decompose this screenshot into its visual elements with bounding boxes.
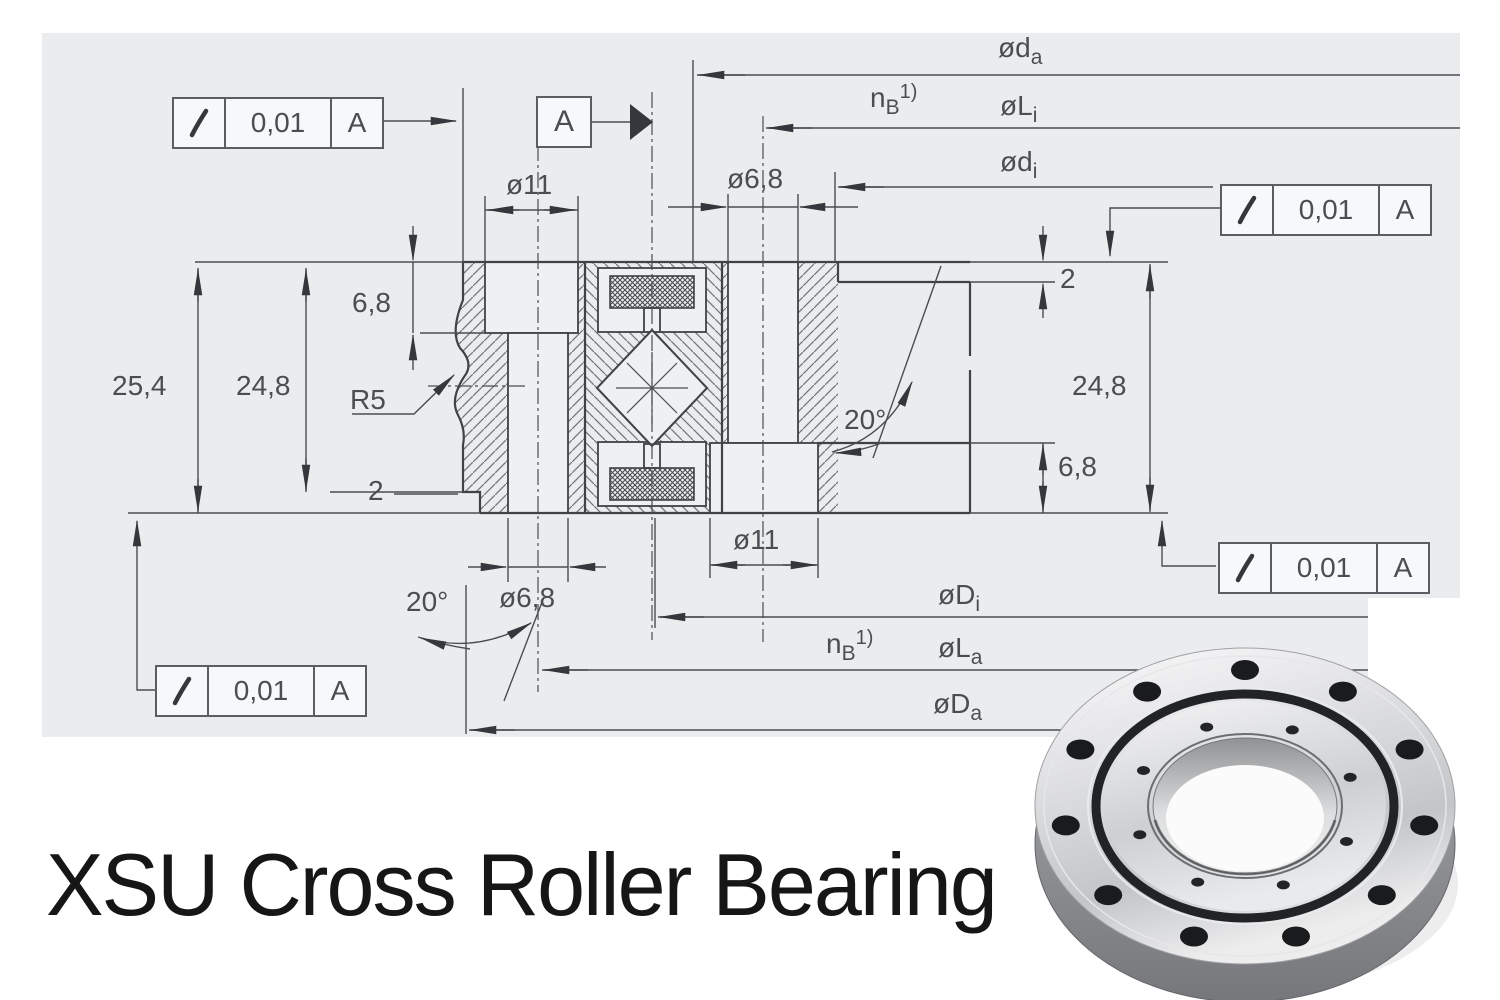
dim-label-Da: øDa [933, 688, 983, 725]
bearing-inner-hole [1137, 766, 1150, 775]
bearing-mount-hole [1066, 739, 1095, 760]
dim-label-dia11-top: ø11 [506, 169, 553, 200]
dim-label-dia11-bottom: ø11 [733, 524, 780, 555]
bearing-flange-edge [1043, 655, 1447, 957]
dim-label-20-right: 20° [844, 404, 887, 435]
extension-lines [128, 60, 1168, 734]
bearing-inner-hole [1276, 880, 1290, 890]
bearing-bore-near-edge [1153, 819, 1337, 876]
bearing-inner-holes [1133, 722, 1357, 890]
left-outer-profile [453, 262, 482, 513]
dim-label-248-right: 24,8 [1072, 370, 1127, 401]
dim-label-Di: øDi [938, 579, 980, 616]
outer-ring-left-hatch [454, 262, 508, 513]
angle-bl-line [503, 596, 545, 702]
page-title: XSU Cross Roller Bearing [46, 835, 998, 934]
frame3-leader [1157, 519, 1216, 567]
angle-right-arc2 [834, 441, 885, 457]
runout-slash-icon [1220, 544, 1272, 592]
runout-slash-icon [174, 99, 226, 147]
bearing-mount-hole [1395, 739, 1424, 760]
tolerance-value: 0,01 [1274, 186, 1380, 234]
dim-label-Li: øLi [1000, 90, 1038, 127]
dim-label-di: ødi [1000, 146, 1038, 183]
dim-label-254: 25,4 [112, 370, 167, 401]
angle-bl-arc2 [419, 637, 471, 650]
tolerance-frame-top-right: 0,01 A [1220, 184, 1432, 236]
bearing-seal-ring [1091, 689, 1399, 923]
left-counterbore [484, 261, 579, 334]
bearing-mount-hole [1180, 926, 1208, 947]
dim-label-2-left: 2 [368, 475, 384, 506]
dim-label-nb-bottom: nB1) [826, 627, 874, 665]
bearing-inner-hole [1340, 837, 1353, 846]
leader-lines [132, 116, 1220, 702]
tolerance-datum: A [347, 107, 367, 138]
tolerance-datum: A [330, 675, 350, 706]
tolerance-value: 0,01 [226, 99, 332, 147]
tolerance-datum: A [1393, 552, 1413, 583]
bearing-inner-hole [1343, 772, 1357, 782]
dim-label-dia68-top: ø6,8 [727, 163, 784, 194]
tolerance-value: 0,01 [209, 667, 315, 715]
dim-label-nb-top: nB1) [870, 81, 918, 119]
bearing-inner-hole [1285, 725, 1299, 735]
outer-ring-left-hatch2 [568, 262, 585, 513]
bearing-mount-hole [1094, 885, 1123, 906]
tolerance-frame-mid-right: 0,01 A [1218, 542, 1430, 594]
frame2-leader [1105, 207, 1220, 258]
bearing-mount-hole [1282, 926, 1310, 947]
runout-slash-icon [157, 667, 209, 715]
datum-triangle-icon [630, 104, 653, 140]
r5-leader [352, 374, 455, 415]
bearing-inner-hole [1200, 722, 1214, 732]
dim-label-da-outer: øda [998, 32, 1043, 69]
dim-label-dia68-bottom: ø6,8 [499, 582, 556, 613]
dim-label-2-right: 2 [1060, 263, 1076, 294]
bearing-mount-hole [1410, 815, 1439, 836]
bearing-mount-hole [1328, 681, 1357, 702]
bearing-mount-hole [1367, 885, 1396, 906]
dim-label-248-left: 24,8 [236, 370, 291, 401]
bearing-mount-holes [1051, 660, 1439, 947]
tolerance-datum: A [1395, 194, 1415, 225]
datum-feature-box: A [536, 96, 592, 148]
dim-label-20-bottom: 20° [406, 586, 449, 617]
tolerance-frame-top-left: 0,01 A [172, 97, 384, 149]
dim-label-68-right: 6,8 [1058, 451, 1097, 482]
angle-right-line [872, 265, 942, 459]
tolerance-frame-bottom-left: 0,01 A [155, 665, 367, 717]
bearing-inner-groove [1147, 733, 1343, 879]
bearing-seal-ring-outer [1087, 687, 1403, 925]
bearing-photo [1034, 647, 1458, 1000]
runout-slash-icon [1222, 186, 1274, 234]
bearing-mount-hole [1231, 660, 1259, 680]
tolerance-value: 0,01 [1272, 544, 1378, 592]
bearing-mount-hole [1133, 681, 1162, 702]
right-counterbore [709, 442, 819, 514]
dim-label-La: øLa [938, 632, 983, 669]
dim-label-r5: R5 [350, 384, 386, 415]
angle-bl-arc1 [417, 622, 533, 645]
bearing-bore-hole [1166, 765, 1324, 871]
bearing-inner-hole [1133, 830, 1147, 840]
bearing-inner-hole [1191, 877, 1205, 887]
bearing-mount-hole [1051, 815, 1080, 836]
bearing-cross-section [428, 92, 972, 692]
dim-label-68-left: 6,8 [352, 287, 391, 318]
frame4-leader [132, 519, 157, 691]
